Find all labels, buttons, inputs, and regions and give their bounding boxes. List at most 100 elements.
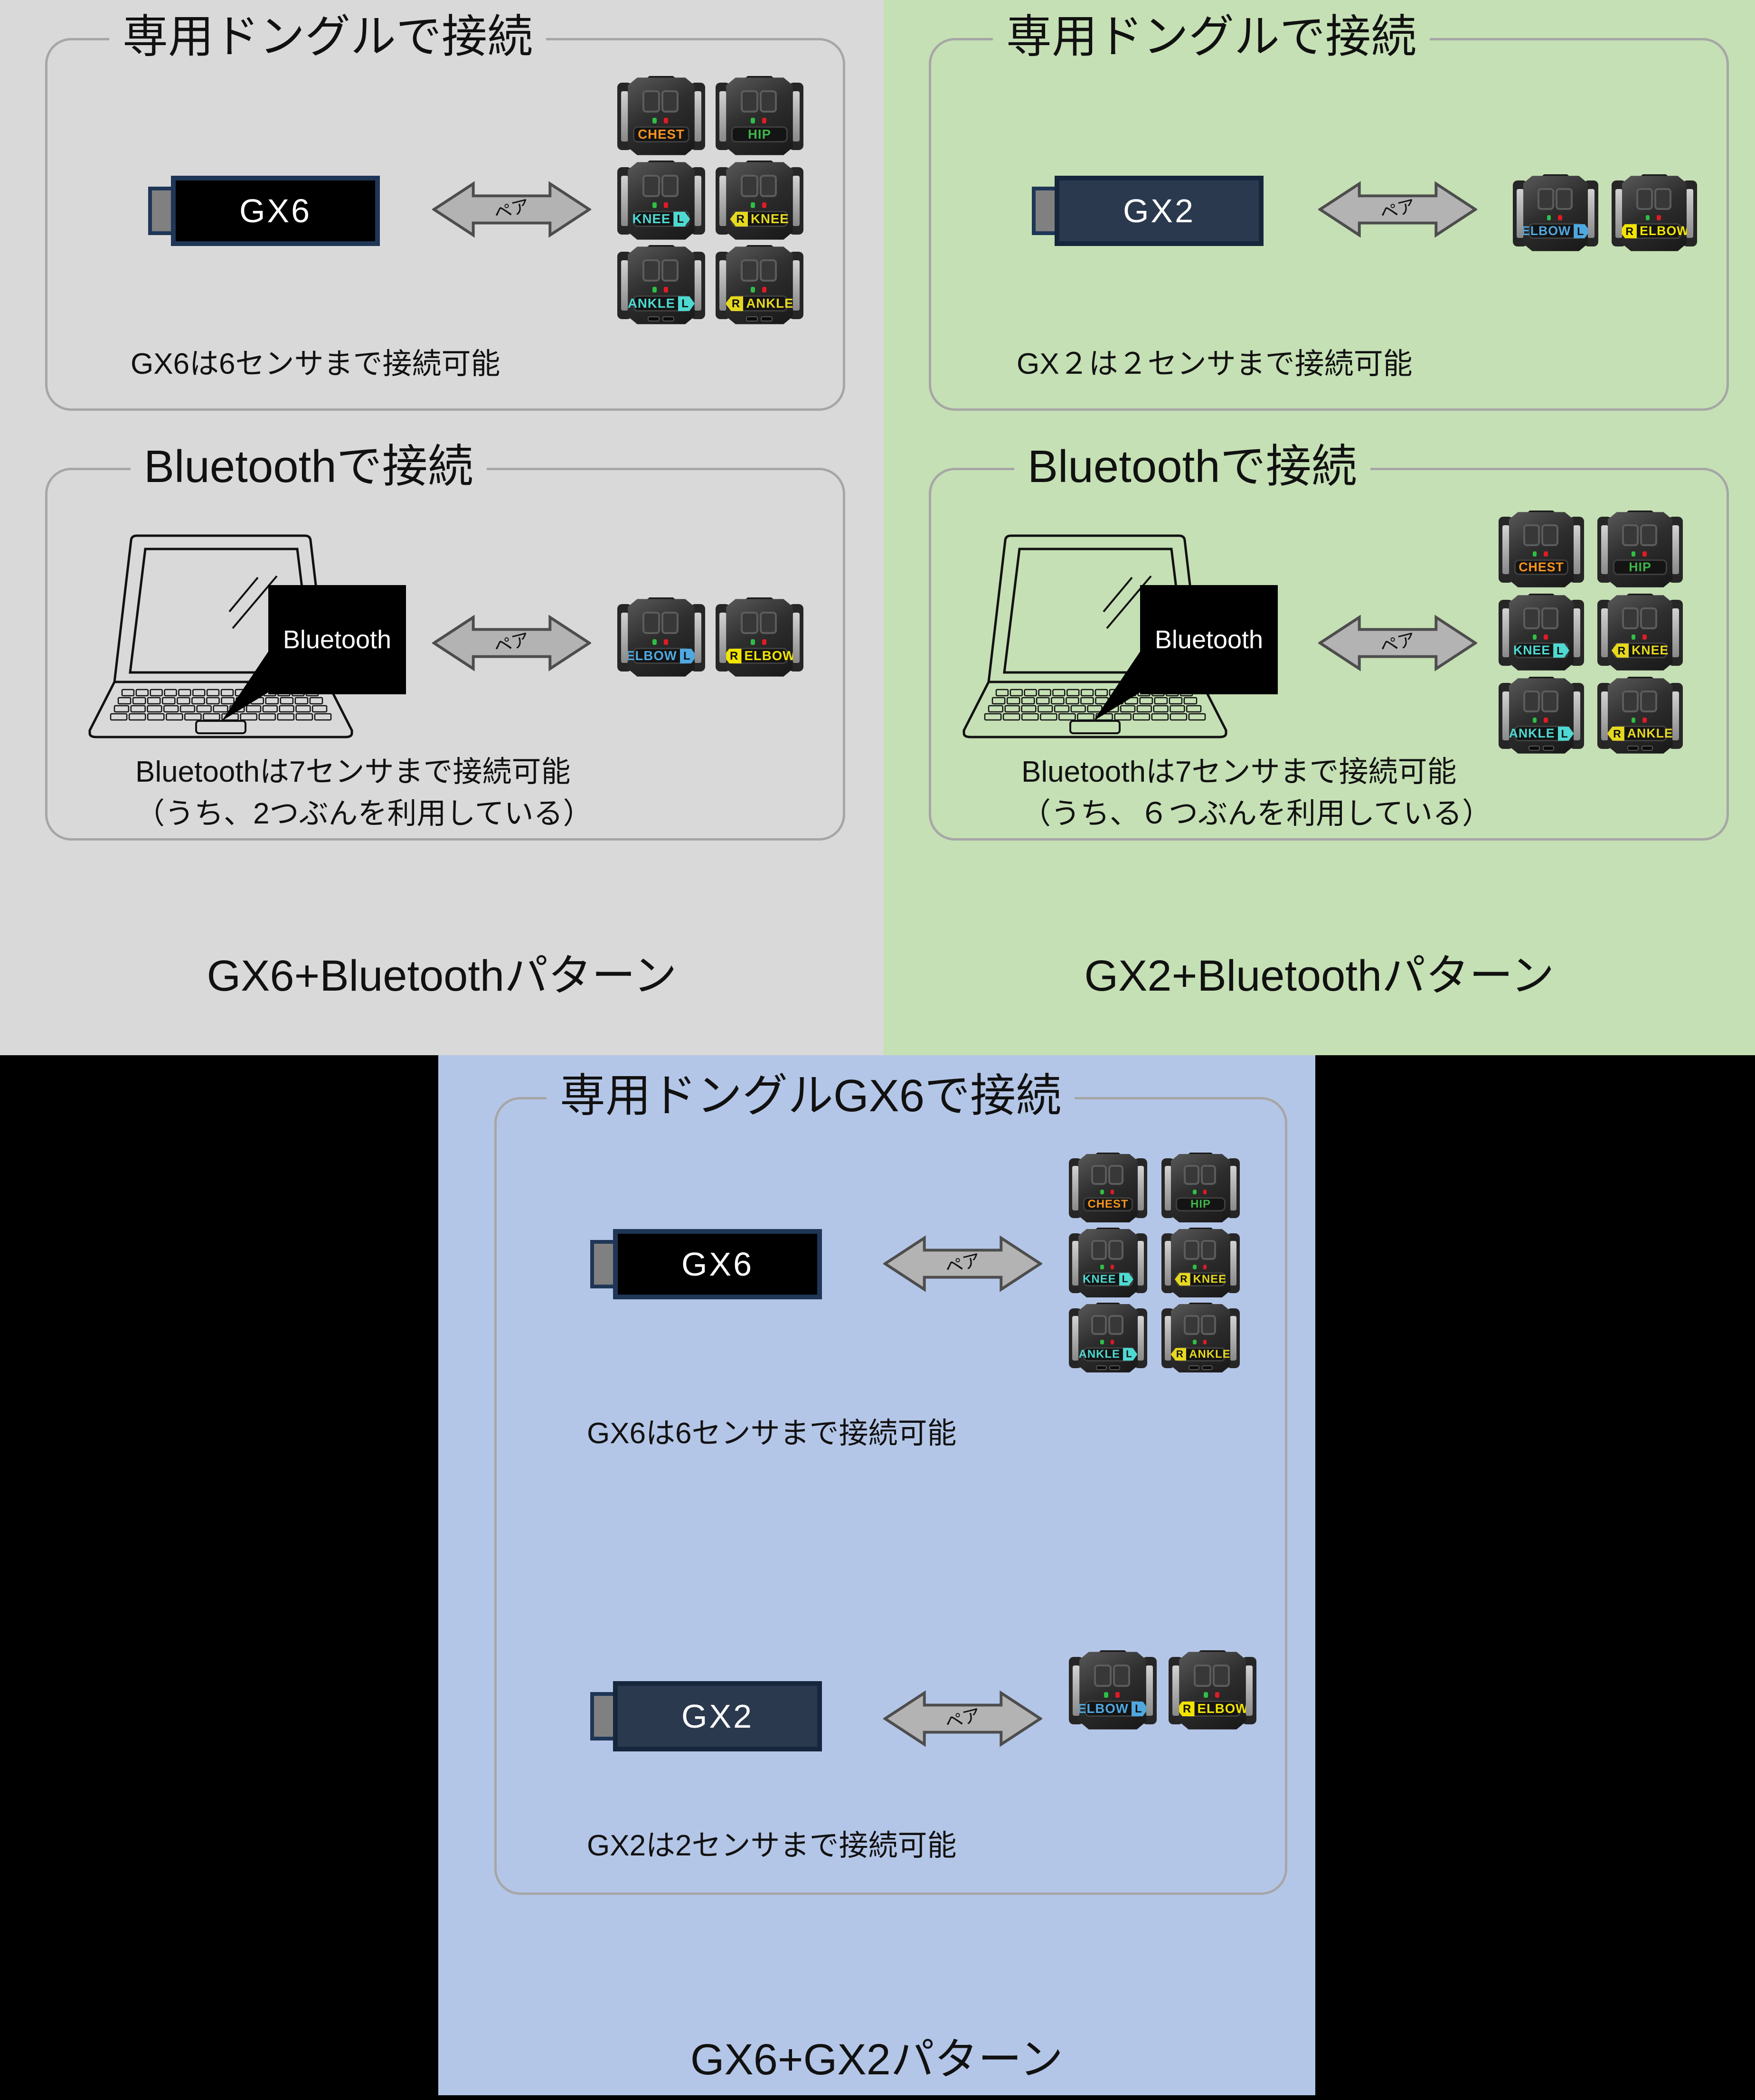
sensor-label: ANKLE xyxy=(627,296,675,311)
green-led xyxy=(1646,215,1650,220)
sensor-label: ELBOW xyxy=(626,648,677,663)
dongle-label: GX2 xyxy=(681,1698,754,1735)
sensor-label: ANKLE xyxy=(1509,726,1555,741)
red-led xyxy=(1203,1339,1207,1344)
sensor-screen xyxy=(1654,188,1671,210)
panel-title: 専用ドングルで接続 xyxy=(993,11,1430,64)
pair-arrow: ペア xyxy=(1317,613,1478,673)
sensor-label: ANKLE xyxy=(1627,726,1673,741)
sensor-body: HIP xyxy=(726,77,793,155)
sensor-nameplate: CHEST xyxy=(1083,1197,1133,1211)
sensor-screen xyxy=(1200,1240,1217,1260)
sensor-chest: CHEST xyxy=(617,76,705,157)
green-led xyxy=(1632,634,1636,640)
sensor-side-badge: R xyxy=(1622,224,1637,238)
sensor-screen xyxy=(1541,524,1558,546)
sensor-strap-slot xyxy=(662,316,675,322)
sensor-side-badge: L xyxy=(1557,726,1574,741)
panel-title: 専用ドングルで接続 xyxy=(109,11,546,64)
pair-arrow: ペア xyxy=(1317,179,1478,240)
sensor-label: CHEST xyxy=(1519,560,1564,575)
sensor-label: KNEE xyxy=(632,211,671,227)
red-led xyxy=(1544,717,1548,723)
green-led xyxy=(1104,1692,1108,1698)
green-led xyxy=(751,118,755,123)
sensor-screen xyxy=(642,259,660,282)
red-led xyxy=(1558,215,1562,220)
sensor-screen xyxy=(1541,690,1558,712)
sensor-screen xyxy=(661,611,679,634)
sensor-side-badge: R xyxy=(730,211,748,227)
panel-caption: Bluetoothは7センサまで接続可能 （うち、６つぶんを利用している） xyxy=(1021,751,1491,835)
sensor-nameplate: CHEST xyxy=(633,126,689,143)
sensor-screen xyxy=(661,174,679,197)
sensor-bracket-right xyxy=(1668,683,1683,749)
red-led xyxy=(1203,1264,1207,1269)
dongle-body: GX6 xyxy=(171,176,380,246)
red-led xyxy=(1642,717,1647,723)
red-led xyxy=(1215,1692,1219,1698)
bluetooth-connection-panel: Bluetoothで接続 Bluetooth ペア C xyxy=(929,441,1729,841)
sensor-screen xyxy=(759,174,777,197)
green-led xyxy=(1100,1264,1104,1269)
gx6-gx2-quadrant: 専用ドングルGX6で接続 GX6 ペア CHEST xyxy=(438,1055,1315,2095)
sensor-screen xyxy=(741,259,758,282)
green-led xyxy=(652,202,657,208)
sensor-screen xyxy=(1108,1240,1124,1260)
pattern-label: GX2+Bluetoothパターン xyxy=(1084,952,1555,1000)
pair-arrow: ペア xyxy=(431,613,592,673)
sensor-screen xyxy=(1091,1315,1107,1335)
pair-arrow-shape: ペア xyxy=(1317,181,1478,238)
green-led xyxy=(652,287,657,293)
sensor-label: KNEE xyxy=(1193,1272,1227,1286)
bubble-shape xyxy=(222,585,406,721)
sensor-hip: HIP xyxy=(716,76,803,157)
red-led xyxy=(1203,1189,1207,1194)
sensor-label: ELBOW xyxy=(1521,224,1571,238)
caption-line-1: Bluetoothは7センサまで接続可能 xyxy=(135,756,571,788)
green-led xyxy=(1193,1339,1197,1344)
sensor-screen xyxy=(1640,690,1657,712)
green-led xyxy=(1632,717,1636,723)
sensor-label: KNEE xyxy=(1083,1272,1116,1286)
gx2-dongle: GX2 xyxy=(590,1681,822,1751)
sensor-screen xyxy=(642,611,660,634)
sensor-side-badge: R xyxy=(726,648,742,663)
sensor-screen xyxy=(1184,1240,1199,1260)
sensor-strap-slot xyxy=(761,316,773,322)
pair-arrow: ペア xyxy=(431,179,592,240)
sensor-label: ANKLE xyxy=(1189,1347,1231,1361)
sensor-label: ELBOW xyxy=(744,648,796,663)
red-led xyxy=(1544,634,1548,640)
sensor-screen xyxy=(741,174,758,197)
sensor-strap-slot xyxy=(746,316,758,322)
sensor-screen xyxy=(661,259,679,282)
sensor-screen xyxy=(1200,1315,1217,1335)
